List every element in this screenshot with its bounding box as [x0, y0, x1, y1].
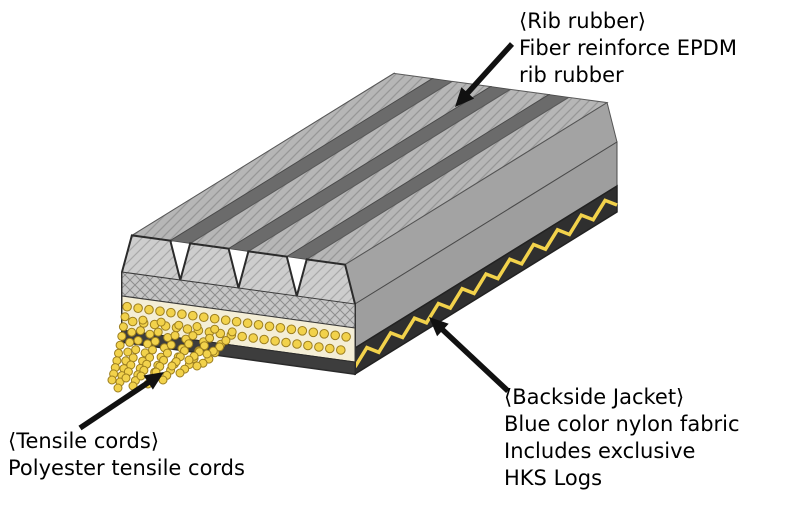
backside-jacket-callout: ⟨Backside Jacket⟩ Blue color nylon fabri…	[504, 384, 740, 492]
tensile-cords-callout: ⟨Tensile cords⟩ Polyester tensile cords	[8, 428, 245, 482]
backside-jacket-line-1: Blue color nylon fabric	[504, 412, 740, 436]
jacket-zigzag-weave	[353, 198, 618, 368]
backside-jacket-line-3: HKS Logs	[504, 466, 603, 490]
tensile-cords-arrow	[78, 372, 164, 431]
rib-rubber-arrow	[455, 42, 515, 107]
backside-jacket-heading: ⟨Backside Jacket⟩	[504, 385, 685, 409]
rib-rubber-top-surface	[121, 72, 618, 305]
tensile-cords-strands	[107, 312, 237, 393]
backside-jacket-line-2: Includes exclusive	[504, 439, 696, 463]
rib-rubber-line-2: rib rubber	[519, 63, 624, 87]
tensile-cords-heading: ⟨Tensile cords⟩	[8, 429, 160, 453]
tensile-cords-line-1: Polyester tensile cords	[8, 456, 245, 480]
rib-rubber-heading: ⟨Rib rubber⟩	[519, 9, 646, 33]
backside-jacket-arrow	[429, 317, 510, 394]
tensile-cord-cross-sections	[122, 301, 351, 355]
rib-rubber-line-1: Fiber reinforce EPDM	[519, 36, 737, 60]
rib-rubber-callout: ⟨Rib rubber⟩ Fiber reinforce EPDM rib ru…	[519, 8, 737, 89]
